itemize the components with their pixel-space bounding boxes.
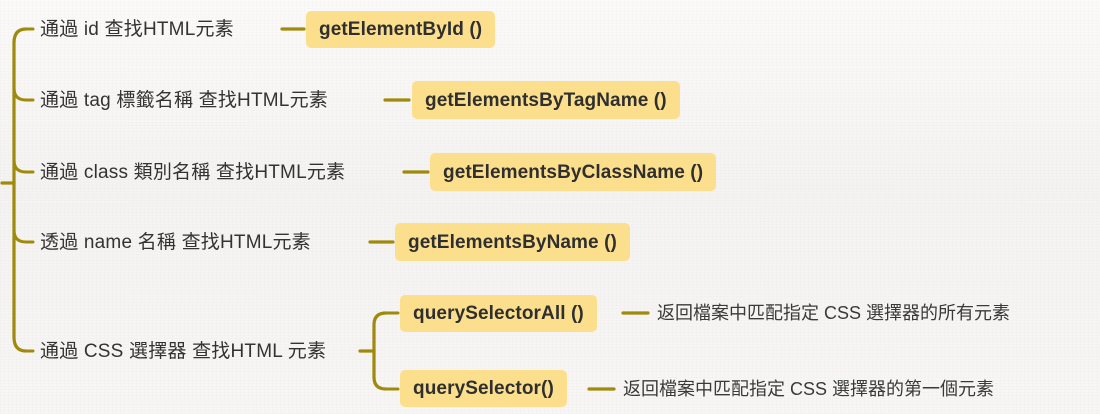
description-queryselectorall: 返回檔案中匹配指定 CSS 選擇器的所有元素: [657, 303, 1011, 323]
method-pill-getelementbyid[interactable]: getElementById (): [306, 11, 496, 48]
method-pill-getelementsbyclassname[interactable]: getElementsByClassName (): [430, 153, 717, 191]
method-pill-getelementsbyname[interactable]: getElementsByName (): [395, 223, 630, 261]
method-pill-getelementsbytagname[interactable]: getElementsByTagName (): [412, 81, 680, 119]
description-queryselector: 返回檔案中匹配指定 CSS 選擇器的第一個元素: [623, 379, 995, 399]
branch-label-id[interactable]: 通過 id 查找HTML元素: [40, 19, 234, 40]
branch-label-css-selector[interactable]: 通過 CSS 選擇器 查找HTML 元素: [40, 341, 327, 362]
branch-label-class[interactable]: 通過 class 類別名稱 查找HTML元素: [40, 162, 346, 183]
branch-label-tag[interactable]: 通過 tag 標籤名稱 查找HTML元素: [40, 90, 328, 111]
method-pill-queryselectorall[interactable]: querySelectorAll (): [400, 295, 597, 332]
branch-label-name[interactable]: 透過 name 名稱 查找HTML元素: [40, 232, 311, 253]
method-pill-queryselector[interactable]: querySelector(): [400, 370, 567, 407]
